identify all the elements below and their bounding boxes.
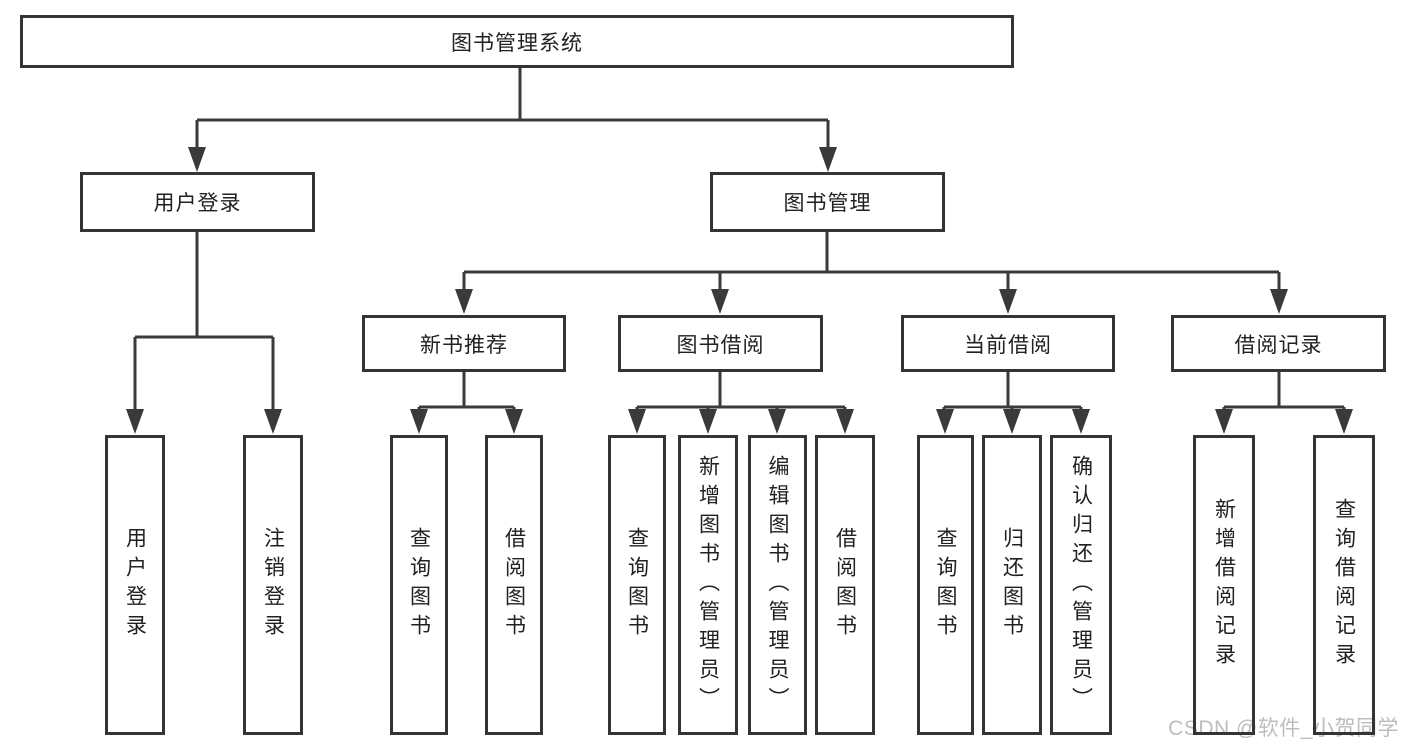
node-leaf-logout: 注销登录 — [243, 435, 303, 735]
node-leaf-query-book-3: 查询图书 — [917, 435, 974, 735]
node-leaf-confirm-return-admin: 确认归还（管理员） — [1050, 435, 1112, 735]
node-book-borrow: 图书借阅 — [618, 315, 823, 372]
node-leaf-add-borrow-record: 新增借阅记录 — [1193, 435, 1255, 735]
node-leaf-edit-book-admin: 编辑图书（管理员） — [748, 435, 807, 735]
connector-new-book-children — [410, 372, 523, 434]
node-leaf-user-login: 用户登录 — [105, 435, 165, 735]
node-book-management: 图书管理 — [710, 172, 945, 232]
connector-user-login-children — [126, 232, 282, 434]
node-current-borrow: 当前借阅 — [901, 315, 1115, 372]
connector-root-to-level2 — [188, 68, 837, 172]
node-leaf-query-book-1: 查询图书 — [390, 435, 448, 735]
connector-borrow-record-children — [1215, 372, 1353, 434]
node-leaf-add-book-admin: 新增图书（管理员） — [678, 435, 738, 735]
node-new-book-recommend: 新书推荐 — [362, 315, 566, 372]
node-library-management-system: 图书管理系统 — [20, 15, 1014, 68]
node-leaf-borrow-book-2: 借阅图书 — [815, 435, 875, 735]
node-borrow-record: 借阅记录 — [1171, 315, 1386, 372]
node-leaf-query-book-2: 查询图书 — [608, 435, 666, 735]
connector-book-management-children — [455, 232, 1288, 314]
connector-current-borrow-children — [936, 372, 1090, 434]
node-user-login-group: 用户登录 — [80, 172, 315, 232]
node-leaf-query-borrow-record: 查询借阅记录 — [1313, 435, 1375, 735]
connector-book-borrow-children — [628, 372, 854, 434]
node-leaf-return-book: 归还图书 — [982, 435, 1042, 735]
node-leaf-borrow-book-1: 借阅图书 — [485, 435, 543, 735]
